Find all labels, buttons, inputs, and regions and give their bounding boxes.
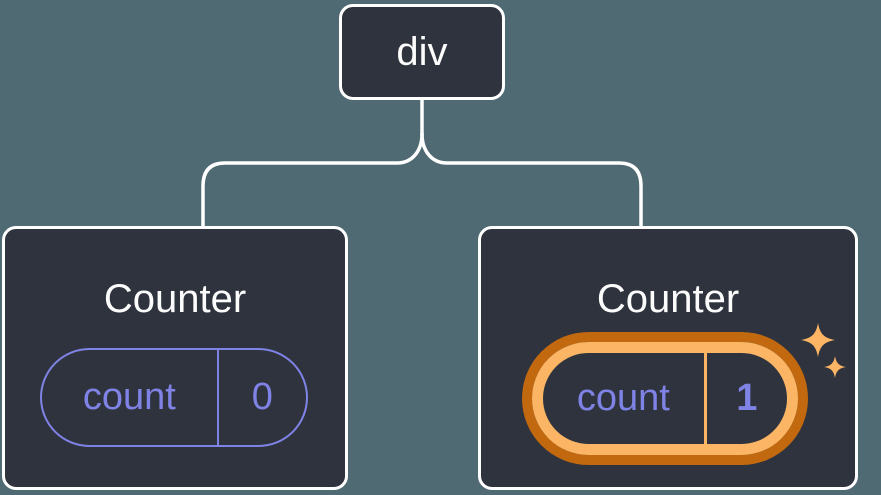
node-title: Counter <box>596 277 740 321</box>
counter-node-right: Counter count 1 <box>478 226 858 490</box>
root-node: div <box>339 4 505 100</box>
state-pill-highlighted: count 1 <box>532 342 798 455</box>
state-key-label: count <box>42 350 219 445</box>
root-node-label: div <box>396 30 448 74</box>
connector-branch-left <box>201 132 424 228</box>
node-title: Counter <box>103 277 247 321</box>
sparkle-small <box>824 356 846 378</box>
state-pill: count 0 <box>40 348 308 447</box>
sparkle-large <box>801 323 835 357</box>
state-value: 1 <box>736 377 758 419</box>
state-value: 0 <box>251 376 273 418</box>
sparkles-icon <box>801 323 846 378</box>
counter-node-left: Counter count 0 <box>2 226 348 490</box>
state-key-label: count <box>543 353 707 444</box>
connector-branch-right <box>420 132 643 228</box>
